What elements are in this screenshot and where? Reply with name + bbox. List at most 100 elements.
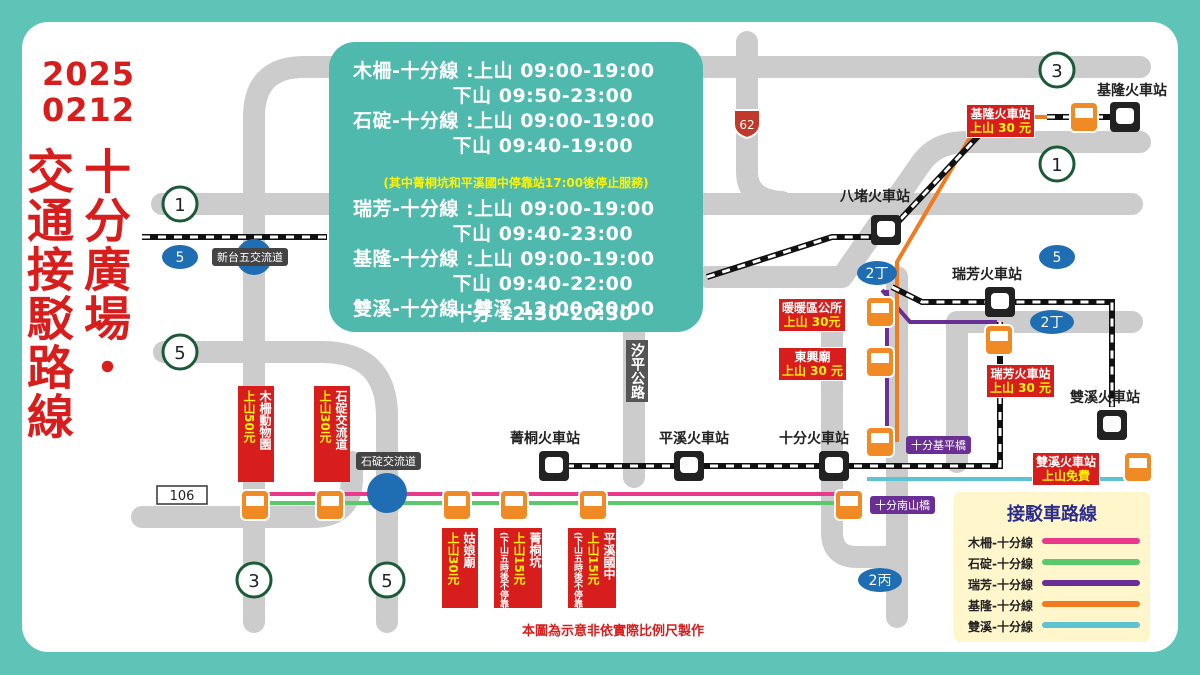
- road-62: [736, 31, 793, 213]
- legend-title: 接駁車路線: [1007, 504, 1097, 525]
- svg-text:5: 5: [176, 250, 185, 266]
- stop-shuangxi-name: 雙溪火車站: [1036, 455, 1097, 469]
- stop-muzha-name: 木柵動物園: [258, 390, 272, 450]
- scale-footnote: 本圖為示意非依實際比例尺製作: [522, 624, 705, 639]
- legend-label: 石碇-十分線: [968, 557, 1033, 571]
- svg-text:5: 5: [174, 343, 185, 364]
- station-jingtong-label: 菁桐火車站: [510, 431, 580, 447]
- national-route-shields: 1 5 3 5 3 1: [161, 51, 1076, 599]
- route-62-shield: [733, 109, 761, 140]
- schedule-row: 下山 09:40-22:00: [353, 273, 634, 295]
- title-line1: 十分廣場・: [75, 147, 130, 392]
- stop-jingtongkeng-box: 菁桐坑 上山15元 (下山五時後不停靠): [494, 528, 542, 612]
- shield-1-west: 1: [174, 195, 185, 216]
- schedule-row: 瑞芳-十分線 :上山 09:00-19:00: [353, 198, 655, 220]
- road-network: [131, 31, 1151, 633]
- stop-guniang-box: 姑娘廟 上山30元: [442, 528, 478, 608]
- stop-nuannuan-name: 暖暖區公所: [782, 301, 843, 315]
- legend-swatch-muzha: [1042, 538, 1140, 544]
- bridge-jiping-label: 十分基平橋: [906, 436, 971, 454]
- legend-swatch-keelung: [1042, 601, 1140, 607]
- stop-jingtongkeng-note: (下山五時後不停靠): [498, 532, 508, 613]
- svg-text:2丁: 2丁: [1041, 315, 1064, 331]
- station-shifen-label: 十分火車站: [779, 431, 849, 447]
- legend-label: 瑞芳-十分線: [968, 578, 1033, 592]
- svg-text:2丙: 2丙: [869, 573, 892, 589]
- svg-text:3: 3: [1051, 61, 1062, 82]
- station-ruifang-label: 瑞芳火車站: [952, 267, 1022, 283]
- stop-muzha-box: 木柵動物園 上山50元: [238, 386, 274, 482]
- schedule-row: 下山 09:40-23:00: [353, 223, 634, 245]
- stop-pingxi-junior-name: 平溪國中: [602, 532, 616, 580]
- schedule-row: 雙溪-十分線 :雙溪 12:00-20:00: [353, 298, 655, 320]
- legend-label: 雙溪-十分線: [968, 620, 1033, 634]
- xiping-road-label: 汐平公路: [626, 340, 648, 402]
- stop-jingtongkeng-name: 菁桐坑: [528, 532, 542, 568]
- bridge-nanshan-label: 十分南山橋: [870, 496, 935, 514]
- stop-keelung-fare: 上山 30 元: [970, 121, 1032, 135]
- stop-dongxing-fare: 上山 30 元: [782, 364, 844, 378]
- stop-shiding-fare: 上山30元: [318, 390, 332, 443]
- svg-text:1: 1: [1051, 155, 1062, 176]
- schedule-row: 石碇-十分線 :上山 09:00-19:00: [353, 110, 655, 132]
- stop-shuangxi-box: 雙溪火車站 上山免費: [1032, 452, 1101, 486]
- stop-guniang-fare: 上山30元: [446, 532, 460, 585]
- date-year: 2025: [42, 55, 136, 93]
- stop-pingxi-junior-box: 平溪國中 上山15元 (下山五時後不停靠): [568, 528, 616, 612]
- stop-guniang-name: 姑娘廟: [462, 532, 476, 568]
- legend-label: 木柵-十分線: [968, 536, 1033, 550]
- stop-shuangxi-fare: 上山免費: [1042, 469, 1091, 483]
- legend-swatch-shuangxi: [1042, 622, 1140, 628]
- bus-stop-windows: [246, 108, 1147, 506]
- stop-nuannuan-fare: 上山 30元: [783, 315, 841, 329]
- schedule-row: 基隆-十分線 :上山 09:00-19:00: [353, 248, 655, 270]
- stop-dongxing-name: 東興廟: [794, 350, 831, 364]
- stop-ruifang-fare: 上山 30 元: [990, 381, 1052, 395]
- station-keelung-label: 基隆火車站: [1097, 83, 1167, 99]
- date-monthday: 0212: [42, 91, 136, 129]
- title-line2: 交通接駁路線: [22, 147, 73, 441]
- stop-pingxi-junior-note: (下山五時後不停靠): [572, 532, 582, 613]
- station-pingxi-label: 平溪火車站: [659, 431, 729, 447]
- schedule-row-last: 十分 12:30-20:30: [353, 303, 634, 325]
- svg-text:5: 5: [1053, 250, 1062, 266]
- stop-dongxing-box: 東興廟 上山 30 元: [778, 347, 848, 381]
- route-map: 1 5 3 5 3 1 5 5 2丁 2丁 2丙 106 62: [131, 31, 1153, 633]
- stop-jingtongkeng-fare: 上山15元: [512, 532, 526, 585]
- schedule-row: 下山 09:40-19:00: [353, 135, 634, 157]
- svg-text:5: 5: [381, 571, 392, 592]
- svg-text:62: 62: [739, 118, 754, 132]
- route-legend: 接駁車路線 木柵-十分線 石碇-十分線 瑞芳-十分線 基隆-十分線 雙溪-十分線: [954, 492, 1150, 642]
- schedule-row: 木柵-十分線 :上山 09:00-19:00: [353, 60, 655, 82]
- stop-ruifang-name: 瑞芳火車站: [990, 367, 1051, 381]
- legend-swatch-ruifang: [1042, 580, 1140, 586]
- schedule-row: 下山 09:50-23:00: [353, 85, 634, 107]
- legend-label: 基隆-十分線: [968, 599, 1033, 613]
- provincial-route-ovals: 5 5 2丁 2丁 2丙: [162, 245, 1075, 592]
- station-badu-label: 八堵火車站: [840, 189, 910, 205]
- schedule-panel: 木柵-十分線 :上山 09:00-19:00 下山 09:50-23:00 石碇…: [329, 42, 703, 332]
- stop-nuannuan-box: 暖暖區公所 上山 30元: [778, 298, 847, 332]
- train-glyphs: [545, 108, 1134, 473]
- interchange-xintai5-label: 新台五交流道: [212, 248, 288, 266]
- svg-text:2丁: 2丁: [866, 266, 889, 282]
- map-card: 1 5 3 5 3 1 5 5 2丁 2丁 2丙 106 62: [22, 22, 1178, 652]
- stop-shiding-name: 石碇交流道: [334, 390, 348, 450]
- route-106-shield: [156, 485, 208, 505]
- interchange-shiding-marker: [367, 473, 407, 513]
- svg-text:3: 3: [248, 571, 259, 592]
- schedule-note: (其中菁桐坑和平溪國中停靠站17:00後停止服務): [383, 176, 649, 190]
- station-shuangxi-label: 雙溪火車站: [1070, 390, 1140, 406]
- legend-swatch-shiding: [1042, 559, 1140, 565]
- stop-ruifang-box: 瑞芳火車站 上山 30 元: [986, 364, 1056, 398]
- stop-muzha-fare: 上山50元: [242, 390, 256, 443]
- stop-shiding-box: 石碇交流道 上山30元: [314, 386, 350, 482]
- svg-text:106: 106: [170, 489, 195, 504]
- freeway-3-and-1: [243, 56, 1151, 633]
- stop-keelung-box: 基隆火車站 上山 30 元: [966, 104, 1036, 138]
- stop-keelung-name: 基隆火車站: [970, 107, 1031, 121]
- freeway-5-west: [153, 341, 398, 633]
- route-keelung-shifen: [895, 115, 1102, 442]
- interchange-shiding-label: 石碇交流道: [356, 452, 421, 470]
- stop-pingxi-junior-fare: 上山15元: [586, 532, 600, 585]
